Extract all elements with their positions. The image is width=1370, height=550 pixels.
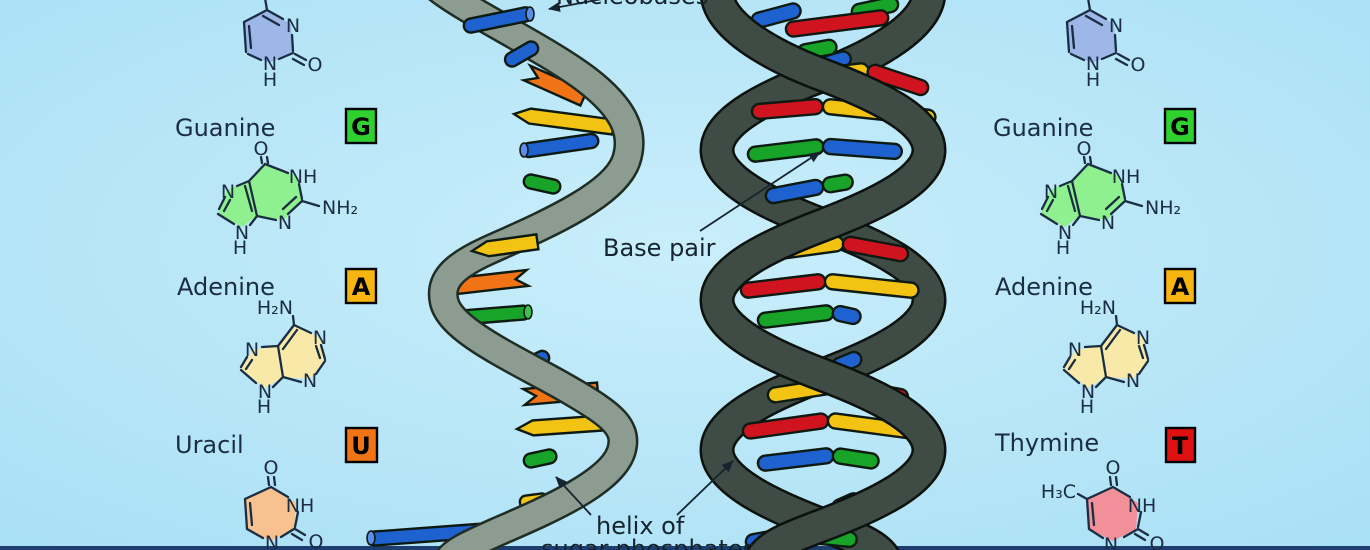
atom-label: N [265,532,279,550]
symbol-letter: A [1171,273,1190,301]
dna-base [841,235,910,263]
base-name-label: Adenine [995,273,1093,301]
right-panel: Guanine G Adenine A Thymine T O H₃C NH N… [993,0,1197,550]
dna-base [821,173,854,194]
thymine-ring [1087,487,1138,541]
symbol-box-u [344,426,379,464]
cylinder-cap [525,6,535,22]
helix-arrow-left [555,476,592,516]
symbol-box-a [344,267,378,305]
symbol-box-g [344,107,378,145]
atom-label: O [309,531,324,550]
rna-base-green [522,173,562,195]
atom-label: O [1150,533,1165,550]
nucleobases-arrow [548,0,602,12]
atom-label: NH [286,495,315,517]
base-name-label: Thymine [994,429,1099,457]
base-pair-label: Base pair [603,234,716,262]
thymine-bonds [1076,475,1150,542]
dna-base [821,137,903,161]
symbol-letter: A [352,273,371,301]
cylinder-cap [519,142,529,158]
rna-base-yellow [469,233,540,258]
dna-base [866,63,930,97]
left-panel: Guanine G Adenine A Uracil U O NH N O [175,0,379,550]
nucleobases-label: Nucleobases [556,0,708,10]
atom-label: H₃C [1041,481,1076,503]
dna-base [784,9,890,38]
bottom-strip [0,546,1370,550]
symbol-box-g [1163,107,1197,145]
dna-helix [699,0,947,550]
annotations: Nucleobases Base pair helix of sugar-pho… [541,0,821,550]
helix-label-line1: helix of [596,512,685,540]
atom-label: O [264,457,279,479]
rna-ribbon [430,0,643,550]
symbol-letter: G [351,113,371,141]
symbol-letter: G [1170,113,1190,141]
rna-helix [366,0,645,550]
rna-base-blue [503,40,540,68]
base-pair-arrow [699,151,821,232]
atom-label: O [1106,457,1121,479]
cylinder-cap [523,304,533,320]
symbol-box-t [1164,426,1197,464]
uracil-structure: O NH N O [243,457,324,550]
dna-base [831,304,862,326]
helix-label-line2: sugar-phosphates [541,535,755,550]
dna-base [823,273,920,299]
helix-arrow-right [676,460,734,516]
atom-label: N [1104,534,1118,550]
uracil-ring [245,487,296,541]
symbol-letter: T [1172,432,1189,460]
base-name-label: Uracil [175,431,244,459]
atom-label: NH [1128,495,1157,517]
symbol-letter: U [351,432,371,460]
symbol-box-a [1163,267,1197,305]
dna-ribbon-back [701,0,945,550]
rna-bases-front [462,6,540,258]
uracil-bonds [243,475,307,542]
rna-base-green [522,448,558,469]
dna-ribbon-front [701,0,945,550]
cylinder-cap [366,530,376,546]
dna-base [831,447,880,470]
thymine-structure: O H₃C NH N O [1041,457,1165,550]
